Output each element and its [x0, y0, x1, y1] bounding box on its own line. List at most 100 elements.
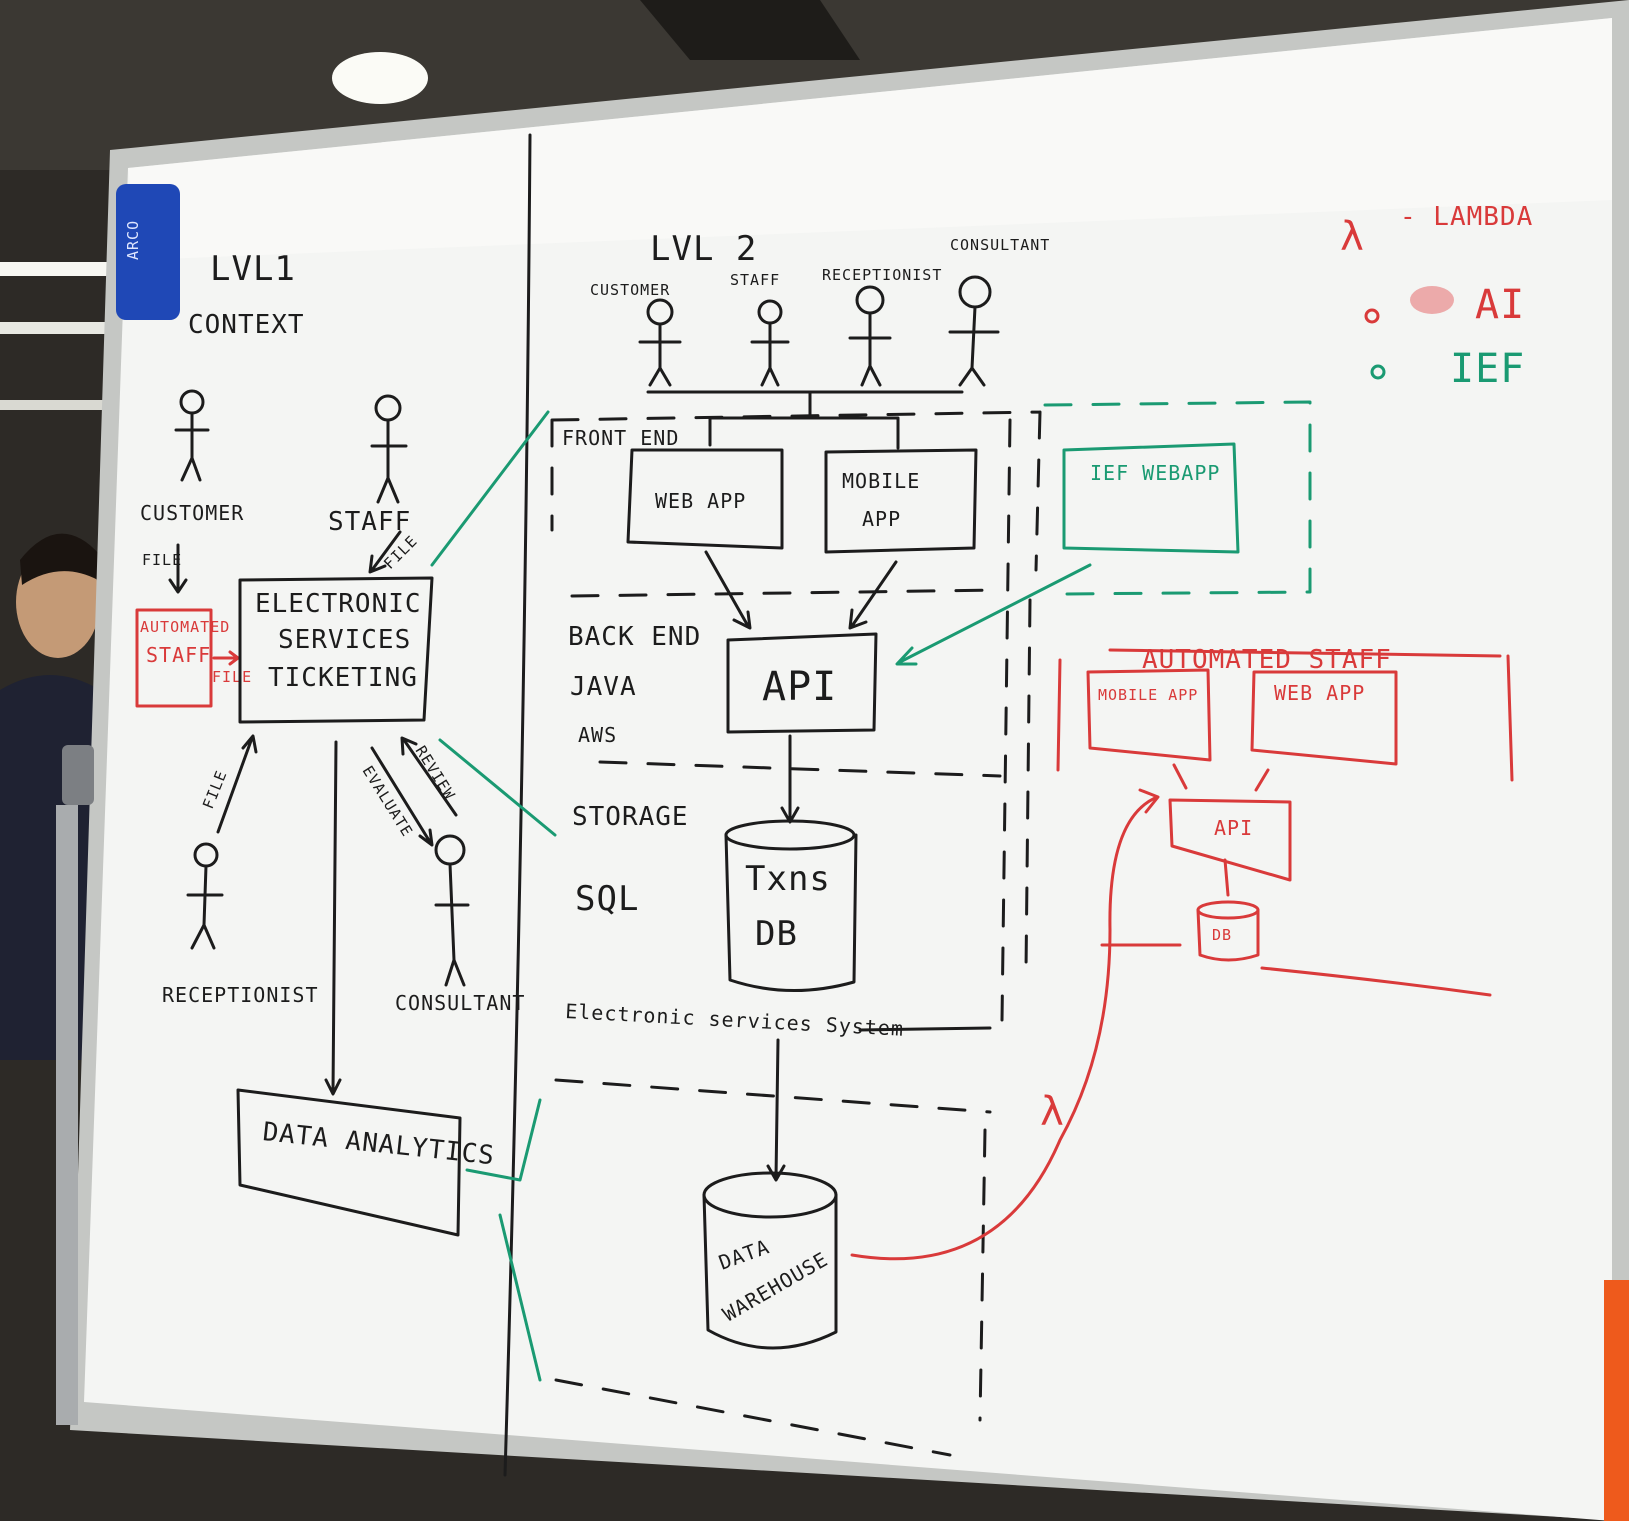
l2-db-warehouse-arrow	[766, 1038, 786, 1182]
orange-object-edge	[1604, 1280, 1629, 1521]
l2-actor-connector	[646, 390, 964, 450]
l1-customer-label: CUSTOMER	[140, 501, 244, 525]
l2-staff-label: STAFF	[730, 271, 780, 289]
green-map-line-frontend	[430, 410, 550, 567]
red-lambda-arrowhead	[1138, 788, 1160, 814]
l2-sql-label: SQL	[575, 879, 639, 919]
red-web-app-box	[1250, 670, 1398, 766]
eraser-brand: ARCO	[124, 220, 142, 260]
l1-analytics-arrow	[324, 740, 342, 1096]
l2-customer-label: CUSTOMER	[590, 281, 670, 299]
l2-txns-db-cylinder	[724, 819, 858, 992]
lambda-symbol-on-line: λ	[1040, 1089, 1065, 1135]
eraser: ARCO	[116, 184, 180, 320]
legend-green-dot	[1370, 364, 1386, 380]
wall-light-strip-2	[0, 322, 110, 334]
ief-webapp-label: IEF WEBAPP	[1090, 461, 1220, 485]
l1-automated-file-arrow	[212, 650, 240, 666]
red-api-label: API	[1214, 816, 1253, 840]
green-map-line-storage	[438, 738, 557, 837]
l2-actor-figures	[638, 275, 1000, 387]
l2-frontend-zone	[550, 410, 1042, 572]
l1-customer-file-label: FILE	[142, 551, 182, 569]
ief-webapp-box	[1062, 442, 1240, 554]
red-api-db-arrow	[1223, 858, 1230, 897]
board-stand-clamp	[62, 745, 94, 805]
l2-api-label: API	[762, 664, 837, 710]
l1-automated-file-label: FILE	[212, 668, 252, 686]
l1-review-arrow	[400, 736, 458, 817]
l1-receptionist-file-arrow	[216, 734, 258, 834]
legend-ai-label: AI	[1475, 282, 1525, 328]
level-divider-line	[503, 133, 532, 1477]
legend-red-dot	[1364, 308, 1380, 324]
ceiling-vent	[640, 0, 860, 60]
l2-web-app-label: WEB APP	[655, 489, 746, 513]
l1-staff-label: STAFF	[328, 507, 411, 537]
l2-java-label: JAVA	[570, 672, 637, 702]
l2-frontend-label: FRONT END	[562, 426, 679, 450]
ief-dashed-zone	[1043, 400, 1312, 596]
red-area-boundary	[1056, 648, 1514, 782]
l2-mobile-app-box	[824, 448, 978, 554]
legend-ief-label: IEF	[1450, 346, 1525, 392]
l1-receptionist-figure	[186, 842, 224, 950]
l2-mobile-app-label-2: APP	[862, 507, 901, 531]
red-db-cylinder	[1196, 900, 1260, 962]
ief-api-arrow	[895, 563, 1092, 666]
legend-red-smudge	[1410, 286, 1454, 314]
l1-data-analytics-box	[236, 1088, 462, 1237]
l1-system-label-1: ELECTRONIC	[255, 589, 422, 619]
ceiling-light	[332, 52, 428, 104]
red-web-app-label: WEB APP	[1274, 681, 1365, 705]
wall-light-strip-3	[0, 400, 110, 410]
l1-staff-figure	[370, 394, 408, 504]
red-api-box	[1168, 798, 1292, 882]
l1-ticketing-system-box	[238, 576, 434, 724]
l2-backend-label: BACK END	[568, 622, 701, 652]
l2-db-label: DB	[755, 914, 798, 954]
l1-consultant-label: CONSULTANT	[395, 991, 525, 1015]
l2-warehouse-zone	[554, 1078, 992, 1457]
red-mobile-app-box	[1086, 668, 1212, 762]
board-stand-pole	[56, 805, 78, 1425]
l1-automated-staff-box	[135, 608, 213, 708]
level2-title: LVL 2	[650, 229, 757, 269]
l1-staff-file-arrow	[368, 530, 402, 574]
l2-storage-label: STORAGE	[572, 802, 689, 832]
legend-lambda-symbol: λ	[1340, 214, 1365, 260]
l2-webapp-api-arrow	[704, 550, 752, 630]
l1-evaluate-arrow	[370, 746, 434, 847]
red-area-bottom-line	[1100, 943, 1492, 997]
l1-automated-label-1: AUTOMATED	[140, 618, 230, 636]
l2-receptionist-label: RECEPTIONIST	[822, 266, 942, 284]
level1-title: LVL1	[210, 249, 296, 289]
l2-consultant-label: CONSULTANT	[950, 236, 1050, 254]
l2-backend-divider	[570, 588, 1002, 598]
l2-right-boundary	[1000, 418, 1032, 1022]
red-app-api-arrows	[1172, 763, 1270, 792]
l2-storage-divider	[598, 760, 1002, 778]
green-map-line-warehouse	[465, 1098, 542, 1382]
l1-consultant-figure	[434, 834, 470, 987]
glare	[128, 18, 1612, 260]
l2-aws-label: AWS	[578, 723, 617, 747]
l1-automated-label-2: STAFF	[146, 643, 211, 667]
l2-web-app-box	[626, 448, 784, 550]
l2-mobile-app-label-1: MOBILE	[842, 469, 920, 493]
red-mobile-app-label: MOBILE APP	[1098, 686, 1198, 704]
l2-mobile-api-arrow	[848, 560, 898, 630]
l2-data-warehouse-cylinder	[702, 1171, 838, 1350]
l2-system-underline	[858, 1026, 992, 1032]
l1-receptionist-label: RECEPTIONIST	[162, 983, 319, 1007]
legend-lambda-label: - LAMBDA	[1400, 202, 1533, 232]
l2-api-box	[726, 632, 878, 734]
l1-customer-figure	[174, 389, 210, 482]
l1-customer-file-arrow	[168, 543, 188, 594]
level1-subtitle: CONTEXT	[188, 310, 305, 340]
red-db-label: DB	[1212, 926, 1232, 944]
wall-light-strip-1	[0, 262, 110, 276]
l1-system-label-3: TICKETING	[268, 663, 418, 693]
l2-txns-label: Txns	[745, 859, 831, 899]
